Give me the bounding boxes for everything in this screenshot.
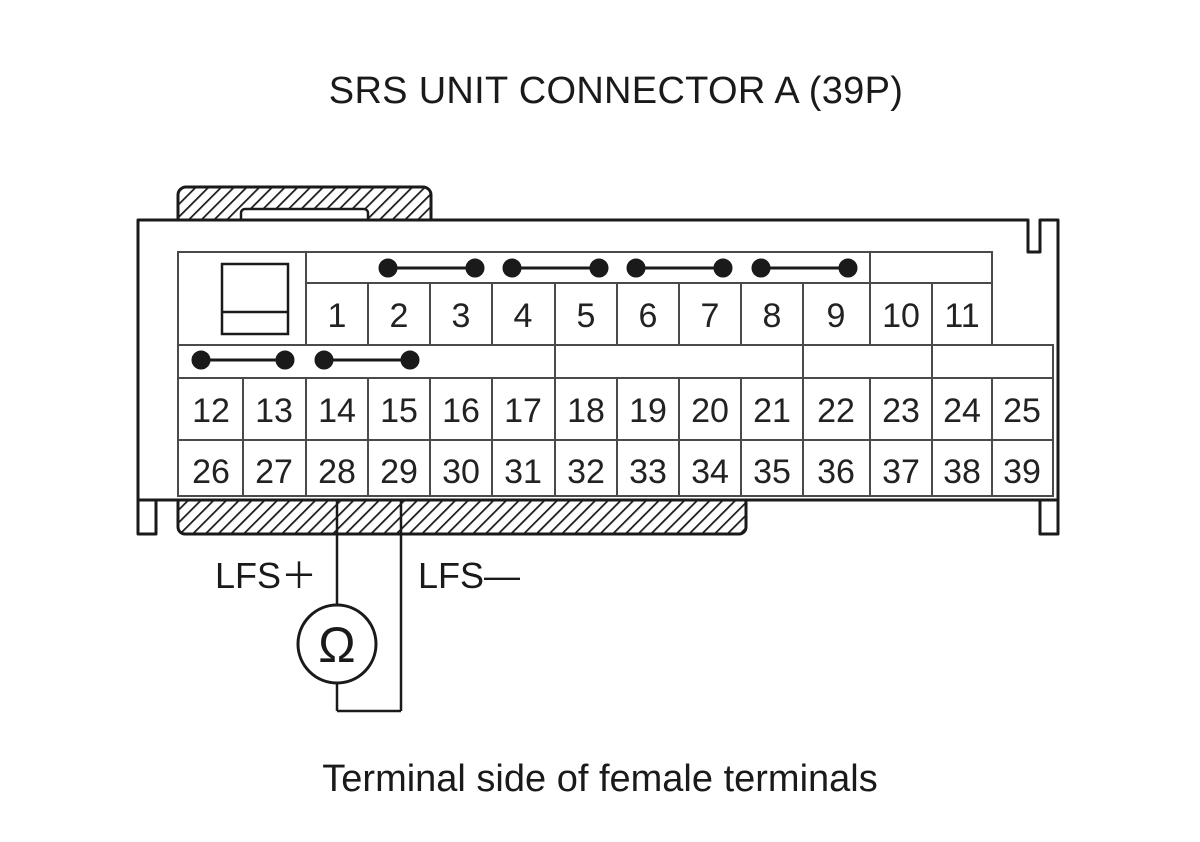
terminal-3: 3 <box>452 297 471 335</box>
terminal-28: 28 <box>318 453 356 491</box>
diagram-caption: Terminal side of female terminals <box>322 758 878 800</box>
terminal-30: 30 <box>442 453 480 491</box>
terminal-24: 24 <box>943 392 981 430</box>
terminal-19: 19 <box>629 392 667 430</box>
terminal-grid <box>177 251 1054 497</box>
terminal-7: 7 <box>701 297 720 335</box>
terminal-32: 32 <box>567 453 605 491</box>
terminal-25: 25 <box>1003 392 1041 430</box>
terminal-38: 38 <box>943 453 981 491</box>
terminal-5: 5 <box>577 297 596 335</box>
terminal-13: 13 <box>255 392 293 430</box>
shorting-bar-4-5 <box>502 258 609 278</box>
terminal-22: 22 <box>817 392 855 430</box>
diagram-title: SRS UNIT CONNECTOR A (39P) <box>328 70 904 112</box>
shorting-bar-2-3 <box>378 258 485 278</box>
terminal-26: 26 <box>192 453 230 491</box>
probe-wiring <box>335 500 403 713</box>
terminal-16: 16 <box>442 392 480 430</box>
ohm-symbol: Ω <box>318 617 355 673</box>
terminal-39: 39 <box>1003 453 1041 491</box>
terminal-33: 33 <box>629 453 667 491</box>
terminal-10: 10 <box>882 297 920 335</box>
lfs-negative-label: LFS— <box>418 555 520 596</box>
shorting-bars <box>191 258 858 370</box>
terminal-17: 17 <box>504 392 542 430</box>
terminal-37: 37 <box>882 453 920 491</box>
shorting-bar-6-7 <box>626 258 733 278</box>
terminal-14: 14 <box>318 392 356 430</box>
terminal-11: 11 <box>944 297 979 335</box>
lfs-positive-label: LFS＋ <box>215 555 317 596</box>
terminal-12: 12 <box>192 392 230 430</box>
terminal-20: 20 <box>691 392 729 430</box>
terminal-15: 15 <box>380 392 418 430</box>
terminal-4: 4 <box>514 297 533 335</box>
terminal-9: 9 <box>827 297 846 335</box>
shorting-bar-14-15 <box>314 350 420 370</box>
terminal-23: 23 <box>882 392 920 430</box>
terminal-27: 27 <box>255 453 293 491</box>
terminal-29: 29 <box>380 453 418 491</box>
terminal-18: 18 <box>567 392 605 430</box>
terminal-36: 36 <box>817 453 855 491</box>
terminal-31: 31 <box>504 453 542 491</box>
terminal-21: 21 <box>753 392 791 430</box>
terminal-34: 34 <box>691 453 729 491</box>
terminal-1: 1 <box>328 297 347 335</box>
shorting-bar-12-13 <box>191 350 295 370</box>
terminal-35: 35 <box>753 453 791 491</box>
terminal-retainer <box>176 494 748 536</box>
terminal-8: 8 <box>763 297 782 335</box>
shorting-bar-8-9 <box>751 258 858 278</box>
terminal-6: 6 <box>639 297 658 335</box>
ohmmeter-icon: Ω <box>296 603 378 685</box>
terminal-2: 2 <box>390 297 409 335</box>
